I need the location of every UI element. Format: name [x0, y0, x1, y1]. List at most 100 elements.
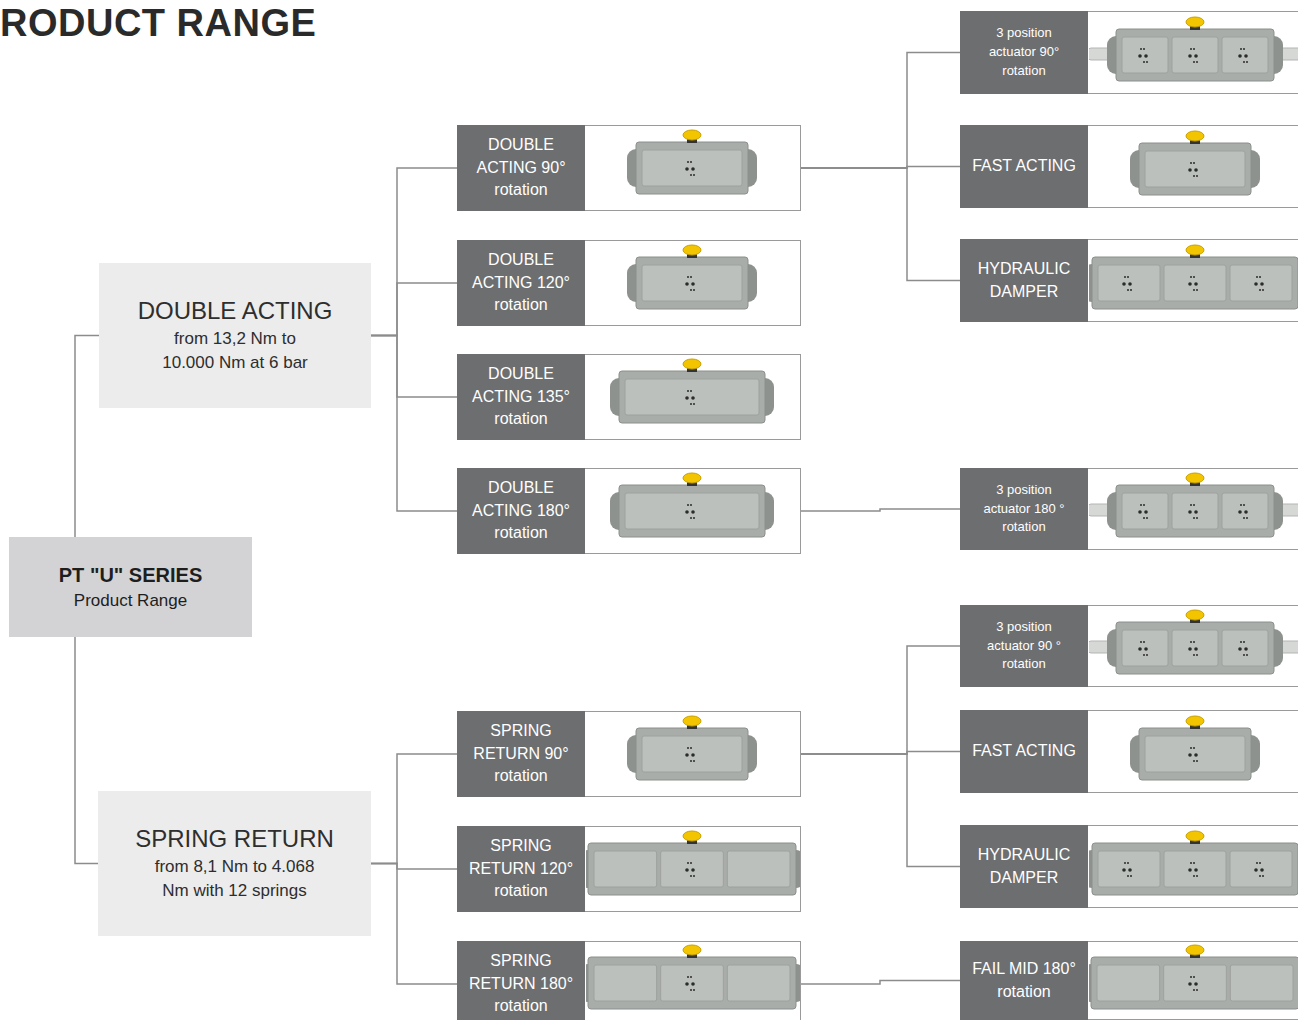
product-label: FAST ACTING — [964, 151, 1084, 181]
product-label: DOUBLE ACTING 180° rotation — [457, 473, 585, 548]
product-box: FAIL MID 180° rotation — [960, 941, 1298, 1020]
actuator-picture — [1089, 605, 1298, 687]
actuator-picture — [1089, 711, 1298, 793]
picture-area — [1089, 12, 1298, 93]
tree-connector — [371, 754, 457, 864]
product-label: SPRING RETURN 180° rotation — [457, 946, 585, 1020]
actuator-picture — [586, 940, 800, 1020]
product-box: DOUBLE ACTING 120° rotation — [457, 240, 801, 326]
actuator-picture — [586, 468, 800, 550]
product-box: SPRING RETURN 120° rotation — [457, 826, 801, 912]
actuator-picture — [586, 826, 800, 908]
product-box: 3 position actuator 180 ° rotation — [960, 468, 1298, 550]
product-label: SPRING RETURN 90° rotation — [457, 716, 585, 791]
box-heading: DOUBLE ACTING — [138, 297, 333, 325]
tree-connector — [75, 637, 98, 864]
picture-area — [1089, 126, 1298, 207]
tree-connector — [801, 53, 960, 169]
tree-connector — [801, 168, 960, 281]
label-panel: DOUBLE ACTING 180° rotation — [457, 468, 585, 554]
tree-connector — [371, 336, 457, 512]
product-label: 3 position actuator 90° rotation — [968, 20, 1080, 85]
actuator-picture — [1089, 240, 1298, 322]
product-label: DOUBLE ACTING 120° rotation — [457, 245, 585, 320]
product-label: HYDRAULIC DAMPER — [960, 840, 1088, 893]
label-panel: HYDRAULIC DAMPER — [960, 825, 1088, 908]
picture-area — [586, 469, 800, 553]
picture-area — [586, 712, 800, 796]
actuator-picture — [1089, 126, 1298, 208]
label-panel: DOUBLE ACTING 120° rotation — [457, 240, 585, 326]
box-body: from 13,2 Nm to 10.000 Nm at 6 bar — [155, 327, 315, 374]
actuator-picture — [1089, 12, 1298, 94]
label-panel: 3 position actuator 90° rotation — [960, 11, 1088, 94]
tree-connector — [371, 864, 457, 870]
label-panel: FAIL MID 180° rotation — [960, 941, 1088, 1020]
label-panel: DOUBLE ACTING 135° rotation — [457, 354, 585, 440]
picture-area — [586, 355, 800, 439]
product-box: SPRING RETURN 180° rotation — [457, 941, 801, 1020]
tree-connector — [801, 981, 960, 985]
product-label: 3 position actuator 90 ° rotation — [968, 614, 1080, 679]
picture-area — [1089, 711, 1298, 792]
picture-area — [1089, 826, 1298, 907]
picture-area — [1089, 942, 1298, 1019]
product-box: HYDRAULIC DAMPER — [960, 239, 1298, 322]
tree-connector — [371, 864, 457, 985]
tree-connector — [801, 646, 960, 754]
box-body: Product Range — [74, 591, 187, 611]
page-title: RODUCT RANGE — [0, 2, 316, 45]
actuator-picture — [586, 711, 800, 793]
product-label: FAIL MID 180° rotation — [960, 954, 1088, 1007]
actuator-picture — [1089, 826, 1298, 908]
label-panel: SPRING RETURN 120° rotation — [457, 826, 585, 912]
picture-area — [586, 126, 800, 210]
tree-connector — [801, 509, 960, 511]
tree-connector — [801, 754, 960, 867]
picture-area — [586, 241, 800, 325]
product-box: DOUBLE ACTING 135° rotation — [457, 354, 801, 440]
product-label: DOUBLE ACTING 90° rotation — [457, 130, 585, 205]
category-box: SPRING RETURNfrom 8,1 Nm to 4.068 Nm wit… — [98, 791, 371, 936]
product-box: 3 position actuator 90 ° rotation — [960, 605, 1298, 687]
label-panel: SPRING RETURN 90° rotation — [457, 711, 585, 797]
product-label: FAST ACTING — [964, 736, 1084, 766]
picture-area — [1089, 606, 1298, 686]
product-box: DOUBLE ACTING 180° rotation — [457, 468, 801, 554]
tree-connector — [371, 168, 457, 336]
box-heading: PT "U" SERIES — [59, 564, 202, 587]
picture-area — [586, 942, 800, 1020]
actuator-picture — [1089, 468, 1298, 550]
label-panel: 3 position actuator 180 ° rotation — [960, 468, 1088, 550]
tree-connector — [371, 336, 457, 398]
label-panel: SPRING RETURN 180° rotation — [457, 941, 585, 1020]
tree-connector — [371, 283, 457, 336]
label-panel: FAST ACTING — [960, 125, 1088, 208]
product-box: HYDRAULIC DAMPER — [960, 825, 1298, 908]
product-box: 3 position actuator 90° rotation — [960, 11, 1298, 94]
product-label: 3 position actuator 180 ° rotation — [968, 477, 1080, 542]
product-label: SPRING RETURN 120° rotation — [457, 831, 585, 906]
actuator-picture — [586, 354, 800, 436]
category-box: DOUBLE ACTINGfrom 13,2 Nm to 10.000 Nm a… — [99, 263, 371, 408]
actuator-picture — [586, 125, 800, 207]
label-panel: HYDRAULIC DAMPER — [960, 239, 1088, 322]
root-box: PT "U" SERIES Product Range — [9, 537, 252, 637]
product-label: HYDRAULIC DAMPER — [960, 254, 1088, 307]
picture-area — [1089, 469, 1298, 549]
label-panel: 3 position actuator 90 ° rotation — [960, 605, 1088, 687]
box-heading: SPRING RETURN — [135, 825, 334, 853]
product-box: SPRING RETURN 90° rotation — [457, 711, 801, 797]
box-body: from 8,1 Nm to 4.068 Nm with 12 springs — [155, 855, 315, 902]
product-box: FAST ACTING — [960, 710, 1298, 793]
label-panel: DOUBLE ACTING 90° rotation — [457, 125, 585, 211]
product-box: DOUBLE ACTING 90° rotation — [457, 125, 801, 211]
actuator-picture — [1089, 940, 1298, 1020]
product-box: FAST ACTING — [960, 125, 1298, 208]
actuator-picture — [586, 240, 800, 322]
picture-area — [1089, 240, 1298, 321]
label-panel: FAST ACTING — [960, 710, 1088, 793]
tree-connector — [75, 336, 99, 538]
product-label: DOUBLE ACTING 135° rotation — [457, 359, 585, 434]
